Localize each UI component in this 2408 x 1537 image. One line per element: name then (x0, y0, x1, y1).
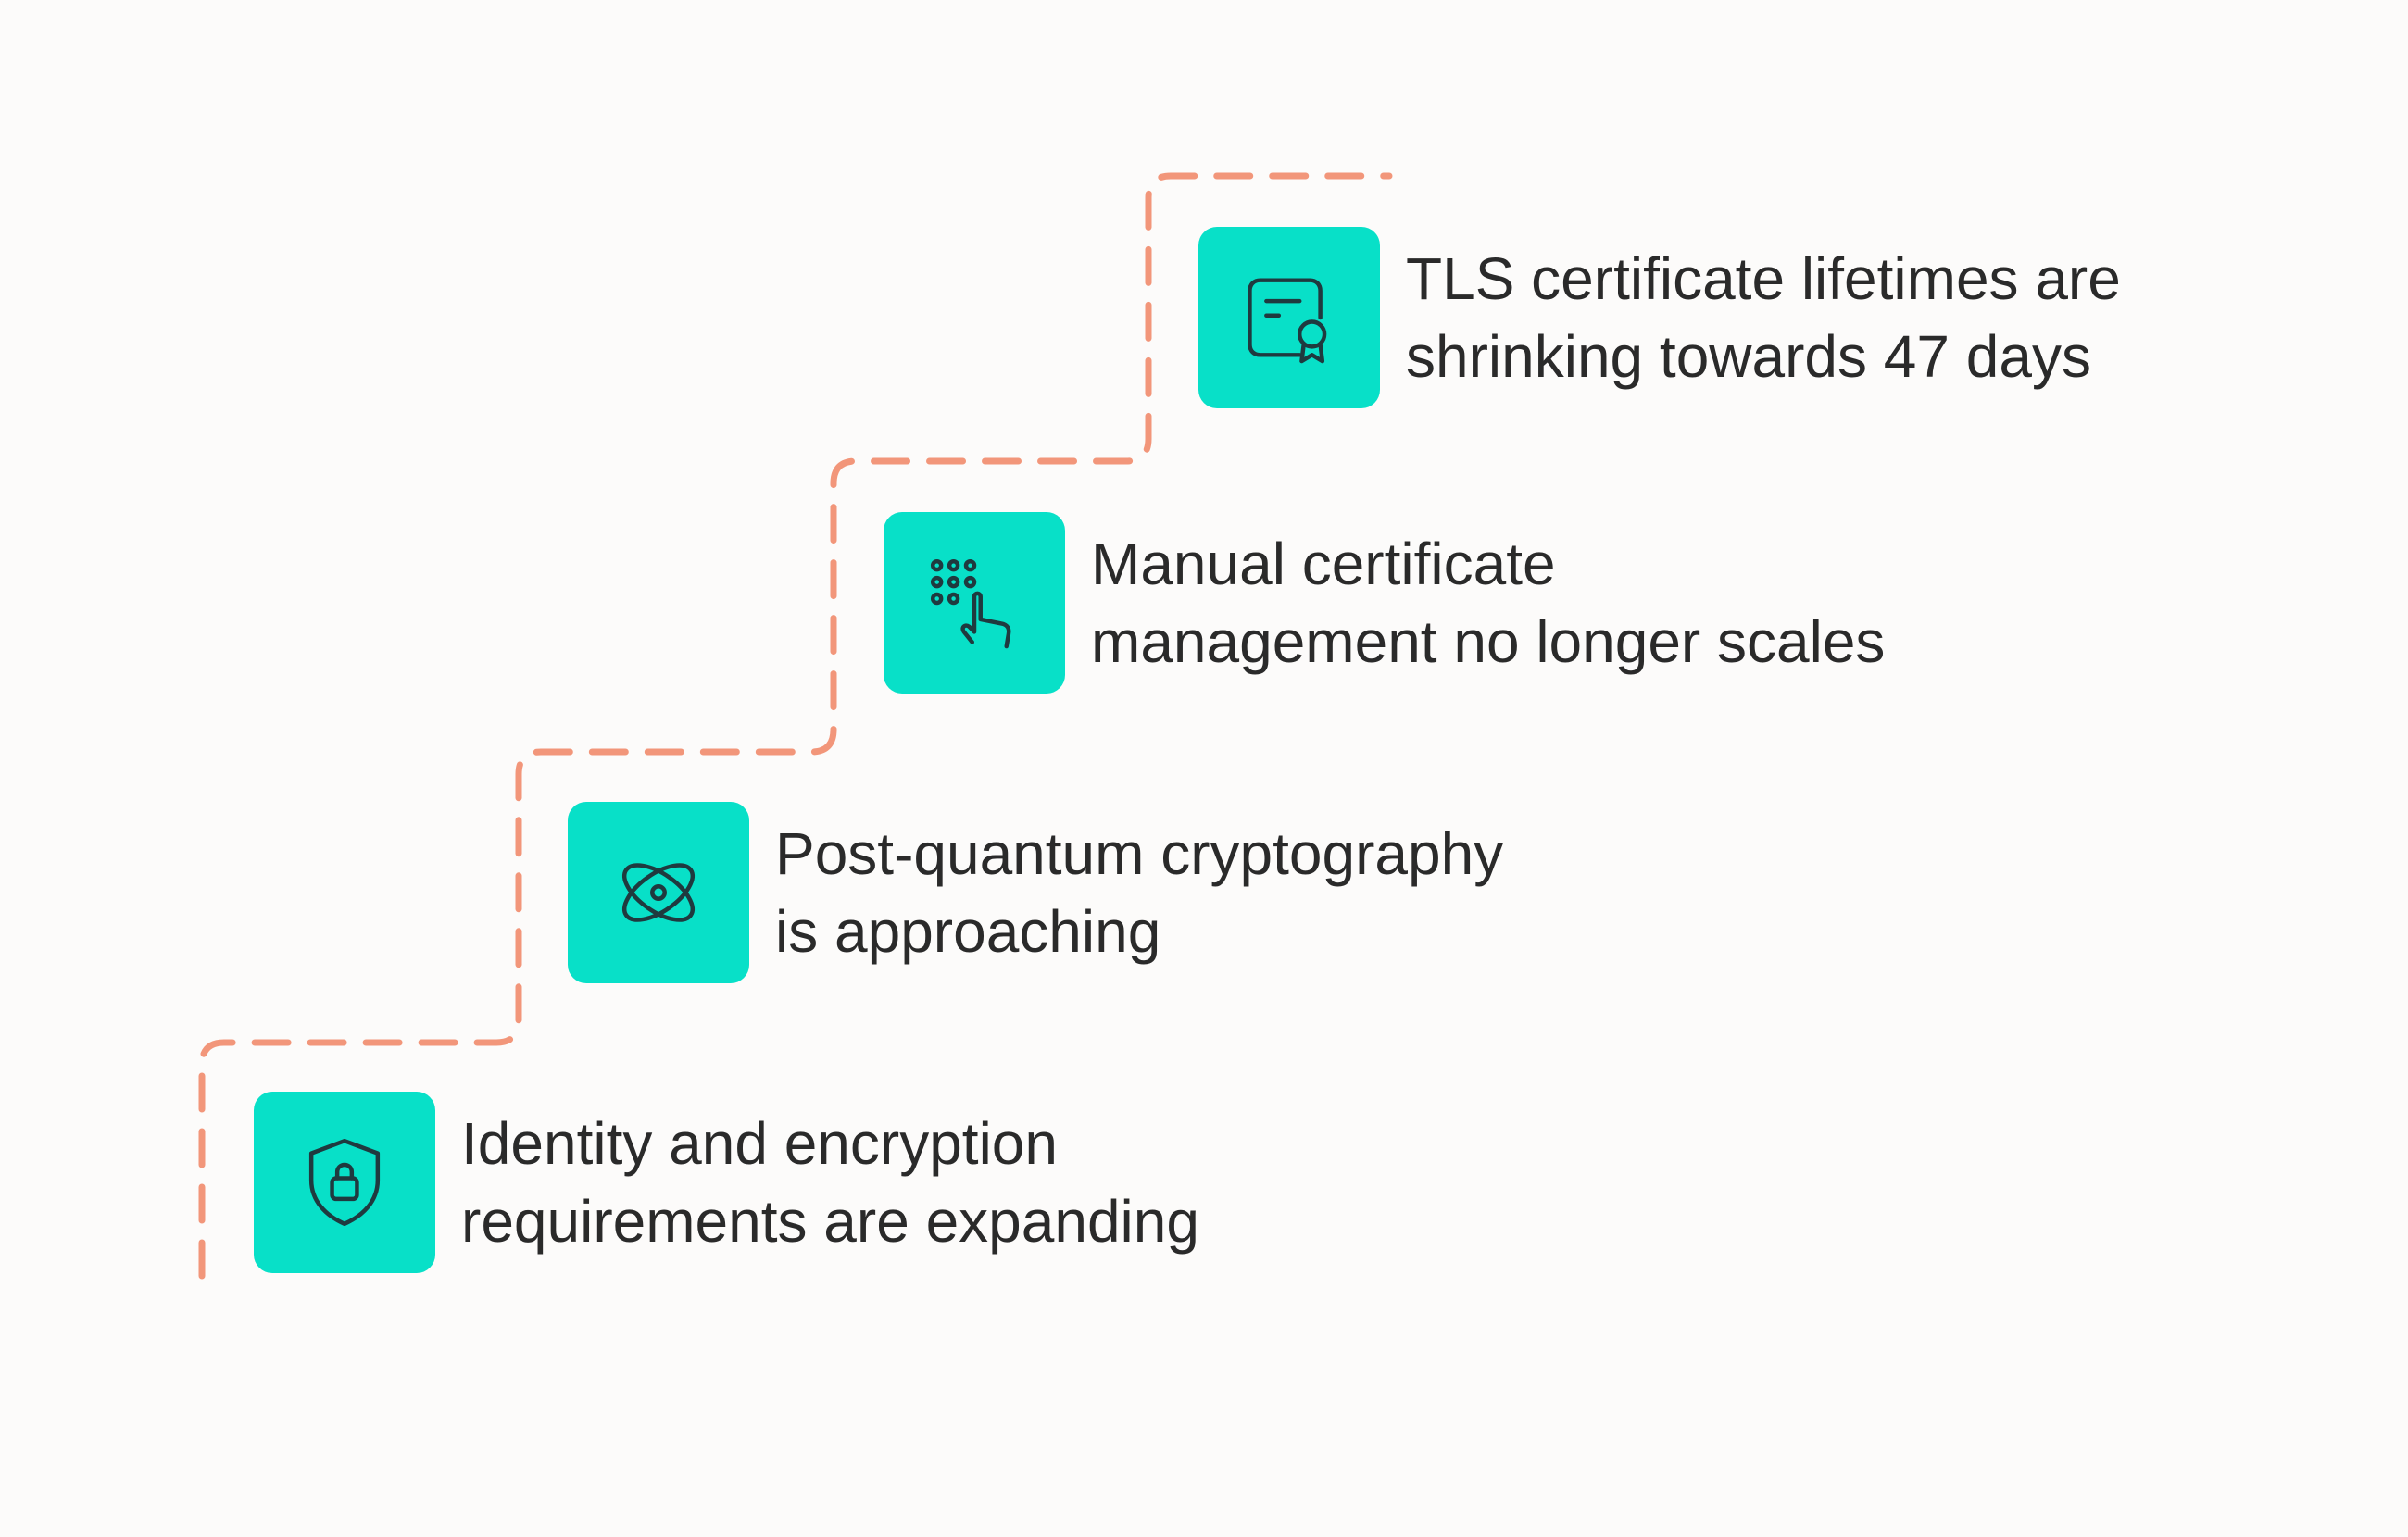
atom-icon (622, 863, 695, 922)
step-manual-management: Manual certificate management no longer … (884, 512, 1885, 694)
step-line-1: Manual certificate (1091, 531, 1556, 597)
step-line-2: requirements are expanding (461, 1188, 1199, 1255)
shield-lock-icon (308, 1138, 381, 1227)
step-line-1: TLS certificate lifetimes are (1406, 245, 2121, 312)
step-post-quantum: Post-quantum cryptography is approaching (568, 802, 1503, 983)
step-line-1: Post-quantum cryptography (775, 820, 1504, 887)
step-tls-lifetimes: TLS certificate lifetimes are shrinking … (1198, 227, 2121, 408)
icon-tile (1198, 227, 1380, 408)
step-text: Identity and encryption requirements are… (461, 1105, 1199, 1260)
certificate-icon (1248, 278, 1327, 364)
step-text: TLS certificate lifetimes are shrinking … (1406, 240, 2121, 395)
icon-tile (568, 802, 749, 983)
step-identity-encryption: Identity and encryption requirements are… (254, 1092, 1199, 1273)
step-line-2: shrinking towards 47 days (1406, 323, 2091, 390)
step-line-2: is approaching (775, 898, 1161, 965)
keypad-hand-icon (930, 558, 1011, 649)
step-line-2: management no longer scales (1091, 608, 1886, 675)
step-text: Manual certificate management no longer … (1091, 525, 1885, 681)
icon-tile (254, 1092, 435, 1273)
step-text: Post-quantum cryptography is approaching (775, 815, 1503, 970)
icon-tile (884, 512, 1065, 694)
step-line-1: Identity and encryption (461, 1110, 1058, 1177)
